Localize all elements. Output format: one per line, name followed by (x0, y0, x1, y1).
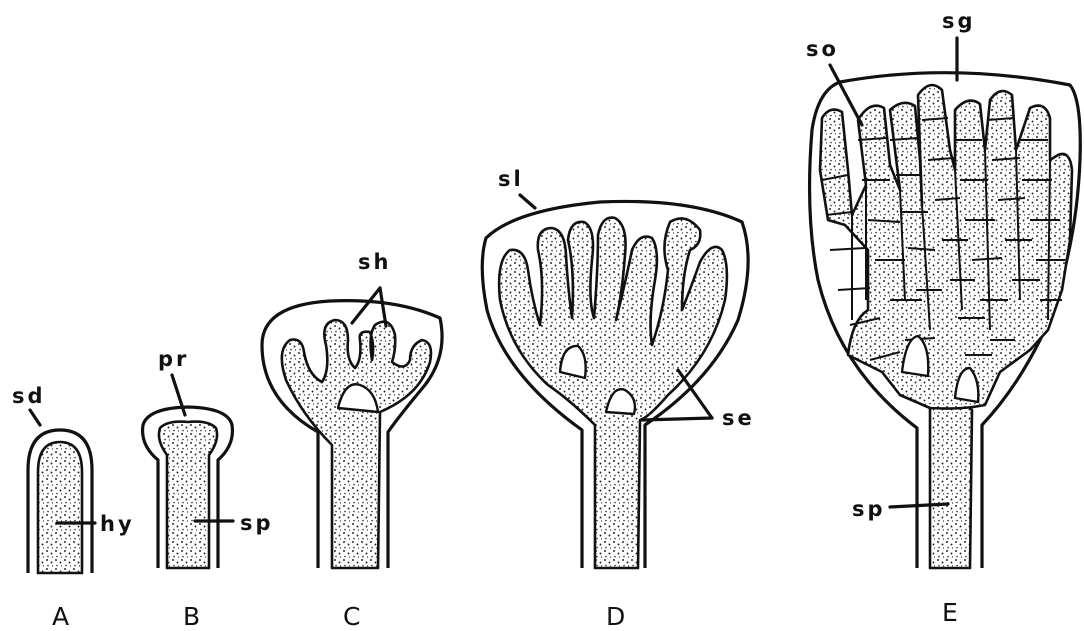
label-sg: sg (942, 9, 976, 33)
stage-label-c: C (343, 602, 360, 631)
stage-label-e: E (942, 598, 958, 627)
stage-label-a: A (52, 602, 69, 631)
stage-label-b: B (183, 602, 200, 631)
stage-a-hypha (28, 410, 95, 573)
label-sp-b: sp (240, 511, 274, 535)
label-pr: pr (158, 347, 189, 371)
stage-c-head (262, 288, 442, 568)
stage-label-d: D (606, 602, 625, 631)
stage-b-primordium (143, 375, 233, 568)
label-sl: sl (498, 167, 524, 191)
label-so: so (806, 37, 839, 61)
label-sh: sh (358, 250, 391, 274)
stage-e-sporangium (810, 38, 1081, 568)
label-se: se (722, 406, 755, 430)
label-sd: sd (12, 384, 46, 408)
label-sp-e: sp (852, 497, 886, 521)
label-hy: hy (100, 512, 135, 536)
stage-d-head (482, 195, 748, 568)
